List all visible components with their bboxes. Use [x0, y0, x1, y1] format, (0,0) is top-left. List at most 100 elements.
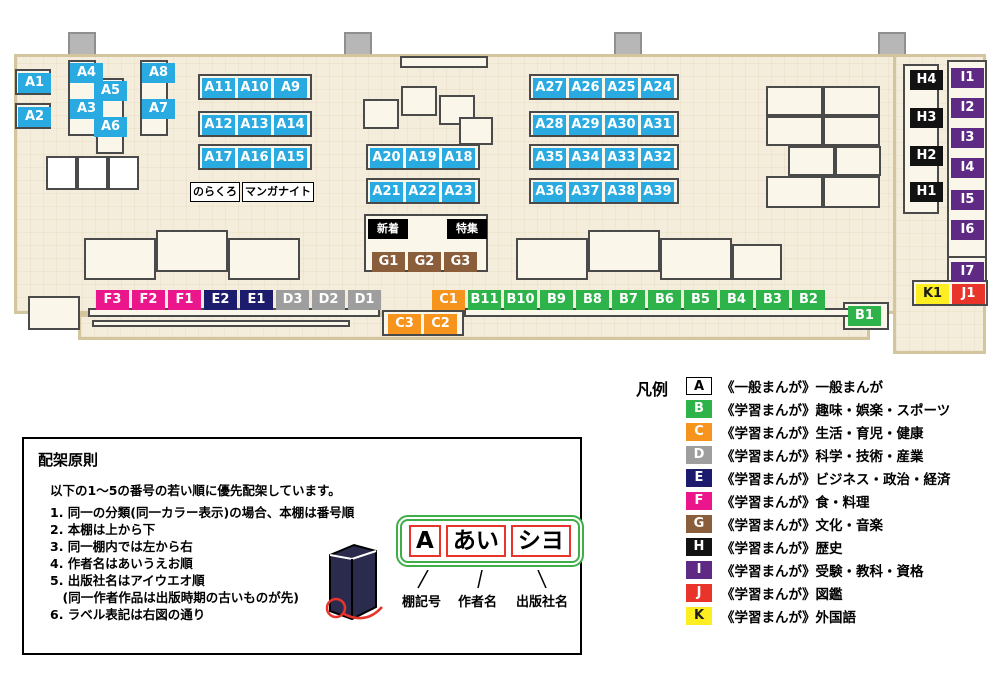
bookshelf — [588, 230, 660, 272]
shelf-label-特集: 特集 — [447, 219, 487, 239]
shelf-label-B7: B7 — [612, 290, 645, 310]
spine-label-example: A あい シヨ — [396, 515, 584, 567]
label-publisher: シヨ — [510, 525, 571, 557]
bookshelf — [363, 99, 399, 129]
bookshelf — [84, 238, 156, 280]
book-spine-icon — [325, 543, 383, 621]
shelf-label-I2: I2 — [951, 98, 984, 118]
shelf-label-A15: A15 — [274, 148, 307, 168]
legend-label: 《学習まんが》図鑑 — [721, 586, 843, 603]
shelf-label-A18: A18 — [442, 148, 475, 168]
legend-item-G: G《学習まんが》文化・音楽 — [686, 512, 951, 535]
shelf-label-A26: A26 — [569, 78, 602, 98]
principles-title: 配架原則 — [38, 451, 99, 469]
legend-badge-I: I — [686, 560, 712, 579]
shelf-label-A31: A31 — [641, 115, 674, 135]
shelf-label-A14: A14 — [274, 115, 307, 135]
shelf-label-B5: B5 — [684, 290, 717, 310]
shelf-label-マンガナイト: マンガナイト — [242, 182, 314, 202]
shelf-label-A13: A13 — [238, 115, 271, 135]
legend-badge-F: F — [686, 491, 712, 510]
shelf-label-E2: E2 — [204, 290, 237, 310]
bookshelf — [46, 156, 77, 190]
legend-item-H: H 《学習まんが》歴史 — [686, 535, 951, 558]
legend-item-F: F《学習まんが》食・料理 — [686, 489, 951, 512]
shelf-label-A7: A7 — [142, 99, 175, 119]
label-author: あい — [445, 525, 506, 557]
legend-label: 《学習まんが》ビジネス・政治・経済 — [721, 471, 951, 488]
shelf-label-A4: A4 — [70, 63, 103, 83]
shelf-label-A36: A36 — [533, 182, 566, 202]
label-shelf-code: A — [409, 525, 441, 557]
bookshelf — [401, 86, 437, 116]
bookshelf — [156, 230, 228, 272]
shelf-label-A32: A32 — [641, 148, 674, 168]
shelf-label-G2: G2 — [408, 252, 441, 272]
shelf-label-H2: H2 — [910, 146, 943, 166]
caption-shelf-code: 棚記号 — [402, 595, 442, 610]
shelf-label-I1: I1 — [951, 68, 984, 88]
shelf-label-A29: A29 — [569, 115, 602, 135]
shelf-label-A16: A16 — [238, 148, 271, 168]
bookshelf — [459, 117, 493, 145]
legend-badge-H: H — [686, 537, 712, 556]
shelf-label-A5: A5 — [94, 81, 127, 101]
caption-publisher: 出版社名 — [516, 595, 569, 610]
bookshelf — [823, 86, 880, 116]
shelf-label-A1: A1 — [18, 73, 51, 93]
principle-line: (同一作者作品は出版時期の古いものが先) — [50, 590, 299, 605]
shelf-label-A25: A25 — [605, 78, 638, 98]
bookshelf — [788, 146, 835, 176]
shelf-label-A21: A21 — [370, 182, 403, 202]
shelf-label-B4: B4 — [720, 290, 753, 310]
shelf-label-A22: A22 — [406, 182, 439, 202]
legend-badge-E: E — [686, 468, 712, 487]
shelf-label-のらくろ: のらくろ — [190, 182, 240, 202]
bookshelf — [823, 116, 880, 146]
shelf-label-新着: 新着 — [368, 219, 408, 239]
shelf-label-A10: A10 — [238, 78, 271, 98]
principles-intro: 以下の1〜5の番号の若い順に優先配架しています。 — [50, 483, 341, 498]
shelf-label-I7: I7 — [951, 262, 984, 282]
legend-label: 《学習まんが》文化・音楽 — [721, 517, 883, 534]
legend-label: 《学習まんが》受験・教科・資格 — [721, 563, 924, 580]
spine-label-inner: A あい シヨ — [400, 519, 580, 563]
legend-badge-A: A — [686, 376, 712, 395]
shelf-label-I3: I3 — [951, 128, 984, 148]
bookshelf — [835, 146, 881, 176]
shelf-label-A6: A6 — [94, 117, 127, 137]
principle-line: 1. 同一の分類(同一カラー表示)の場合、本棚は番号順 — [50, 505, 355, 520]
shelf-label-A20: A20 — [370, 148, 403, 168]
shelf-label-E1: E1 — [240, 290, 273, 310]
bookshelf — [400, 56, 488, 68]
bookshelf — [660, 238, 732, 280]
legend-item-C: C《学習まんが》生活・育児・健康 — [686, 420, 951, 443]
principle-line: 6. ラベル表記は右図の通り — [50, 607, 206, 622]
shelf-label-B1: B1 — [848, 306, 881, 326]
principle-line: 4. 作者名はあいうえお順 — [50, 556, 193, 571]
shelf-label-A17: A17 — [202, 148, 235, 168]
shelf-label-A38: A38 — [605, 182, 638, 202]
shelf-label-G1: G1 — [372, 252, 405, 272]
legend-item-D: D《学習まんが》科学・技術・産業 — [686, 443, 951, 466]
shelf-label-A2: A2 — [18, 107, 51, 127]
shelf-label-A24: A24 — [641, 78, 674, 98]
label-pointer-lines — [417, 570, 547, 589]
shelf-label-F1: F1 — [168, 290, 201, 310]
legend-item-K: K《学習まんが》外国語 — [686, 604, 951, 627]
shelf-label-A23: A23 — [442, 182, 475, 202]
bookshelf — [92, 320, 350, 327]
shelf-label-A34: A34 — [569, 148, 602, 168]
shelf-label-H3: H3 — [910, 108, 943, 128]
legend-badge-C: C — [686, 422, 712, 441]
legend-label: 《学習まんが》歴史 — [721, 540, 843, 557]
legend-badge-K: K — [686, 606, 712, 625]
bookshelf — [766, 86, 823, 116]
bookshelf — [28, 296, 80, 330]
shelf-label-D2: D2 — [312, 290, 345, 310]
caption-author: 作者名 — [458, 595, 498, 610]
bookshelf — [766, 116, 823, 146]
shelf-label-B9: B9 — [540, 290, 573, 310]
